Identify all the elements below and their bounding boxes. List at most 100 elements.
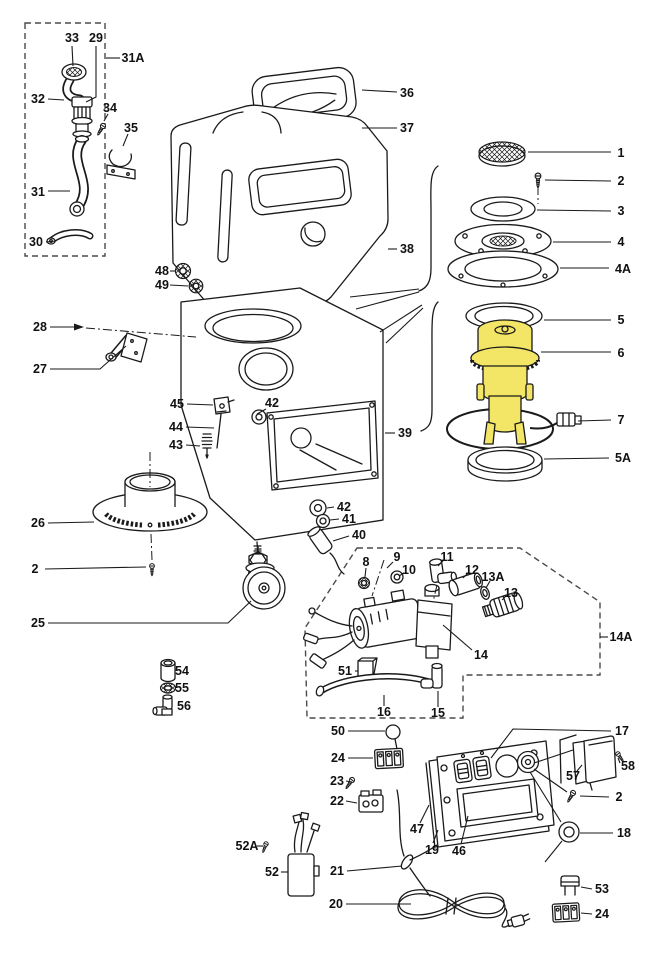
callout-23: 23: [330, 774, 344, 788]
part-15-elbow-fitting: [420, 662, 443, 689]
part-33-elbow-cap: [61, 63, 87, 104]
part-40-valve: [307, 526, 345, 575]
callout-42a: 42: [265, 396, 279, 410]
part-53-fuse-clip: [560, 875, 580, 896]
part-12-cylinder-fitting: [448, 572, 483, 597]
callout-2c: 2: [616, 790, 623, 804]
part-1-vent-filter: [478, 141, 526, 167]
callout-2a: 2: [618, 174, 625, 188]
callout-6: 6: [618, 346, 625, 360]
part-13-coupler: [481, 591, 524, 618]
part-43-spring-screw: [201, 433, 213, 459]
callout-5: 5: [618, 313, 625, 327]
callout-31A: 31A: [122, 51, 145, 65]
callout-13: 13: [504, 586, 518, 600]
callout-44: 44: [169, 420, 183, 434]
part-24-terminal-block-upper: [373, 747, 405, 770]
part-23-screw: [343, 775, 357, 791]
callout-30: 30: [29, 235, 43, 249]
callout-14: 14: [474, 648, 488, 662]
part-14-pump-assembly: [302, 583, 453, 669]
callout-5A: 5A: [615, 451, 631, 465]
callout-50: 50: [331, 724, 345, 738]
callout-45: 45: [170, 397, 184, 411]
part-3-ring: [470, 196, 536, 222]
callout-29: 29: [89, 31, 103, 45]
callout-32: 32: [31, 92, 45, 106]
callout-4A: 4A: [615, 262, 631, 276]
callout-20: 20: [329, 897, 343, 911]
part-44-rod: [216, 410, 227, 449]
part-22-switch: [358, 789, 384, 813]
callout-19: 19: [425, 843, 439, 857]
callout-8: 8: [363, 555, 370, 569]
part-5A-band: [467, 446, 543, 482]
callout-13A: 13A: [482, 570, 505, 584]
callout-36: 36: [400, 86, 414, 100]
callout-56: 56: [177, 699, 191, 713]
part-38-solution-tank: [170, 104, 389, 312]
callout-26: 26: [31, 516, 45, 530]
callout-12: 12: [465, 563, 479, 577]
leader-lines: [44, 45, 621, 915]
callout-34: 34: [103, 101, 117, 115]
part-46-control-panel: [436, 740, 555, 842]
callout-4: 4: [618, 235, 625, 249]
callout-25: 25: [31, 616, 45, 630]
callout-39: 39: [398, 426, 412, 440]
direction-arrowhead: [74, 323, 84, 331]
cord-through-grommet-line: [529, 771, 563, 863]
callout-52: 52: [265, 865, 279, 879]
part-54-cap: [160, 658, 176, 683]
part-35-clamp: [106, 149, 136, 180]
part-42-grommet-upper: [251, 409, 267, 425]
callout-21: 21: [330, 864, 344, 878]
callout-46: 46: [452, 844, 466, 858]
callout-1: 1: [618, 146, 625, 160]
callout-38: 38: [400, 242, 414, 256]
callout-3: 3: [618, 204, 625, 218]
part-52-solenoid: [287, 811, 321, 897]
group-brackets: [349, 165, 439, 432]
callout-10: 10: [402, 563, 416, 577]
callout-33: 33: [65, 31, 79, 45]
callout-22: 22: [330, 794, 344, 808]
callout-55: 55: [175, 681, 189, 695]
callout-42b: 42: [337, 500, 351, 514]
callout-27: 27: [33, 362, 47, 376]
part-24-terminal-block-lower: [551, 902, 581, 923]
callout-49: 49: [155, 278, 169, 292]
part-52A-screw: [260, 840, 270, 854]
callout-labels: 33 29 31A 32 34 35 31 30 36 37 38 48 49 …: [29, 31, 635, 921]
part-39-base-housing: [180, 287, 384, 568]
part-32-coupling: [71, 96, 93, 138]
hose-group-dashed-box: [24, 22, 106, 257]
part-18-grommet: [558, 821, 580, 843]
part-49-nut: [188, 278, 204, 294]
callout-35: 35: [124, 121, 138, 135]
part-4A-gasket: [447, 250, 559, 288]
part-42-grommet-lower: [309, 499, 327, 517]
callout-16: 16: [377, 705, 391, 719]
part-56-elbow: [152, 694, 173, 716]
callout-47: 47: [410, 822, 424, 836]
callout-54: 54: [175, 664, 189, 678]
part-2-screw-base: [149, 563, 155, 577]
callout-14A: 14A: [610, 630, 633, 644]
callout-51: 51: [338, 664, 352, 678]
callout-41: 41: [342, 512, 356, 526]
part-57-switch-cover: [533, 734, 617, 793]
part-27-elbow-nozzle: [105, 332, 148, 363]
part-41-washer: [315, 513, 331, 529]
callout-2b: 2: [32, 562, 39, 576]
callout-52A: 52A: [236, 839, 259, 853]
callout-15: 15: [431, 706, 445, 720]
part-30-tube: [46, 229, 94, 245]
part-55-washer: [159, 682, 177, 694]
part-31-drain-hose: [69, 135, 90, 217]
part-8-nut: [357, 576, 371, 590]
part-4-motor-mount-plate: [454, 223, 552, 259]
callout-48: 48: [155, 264, 169, 278]
